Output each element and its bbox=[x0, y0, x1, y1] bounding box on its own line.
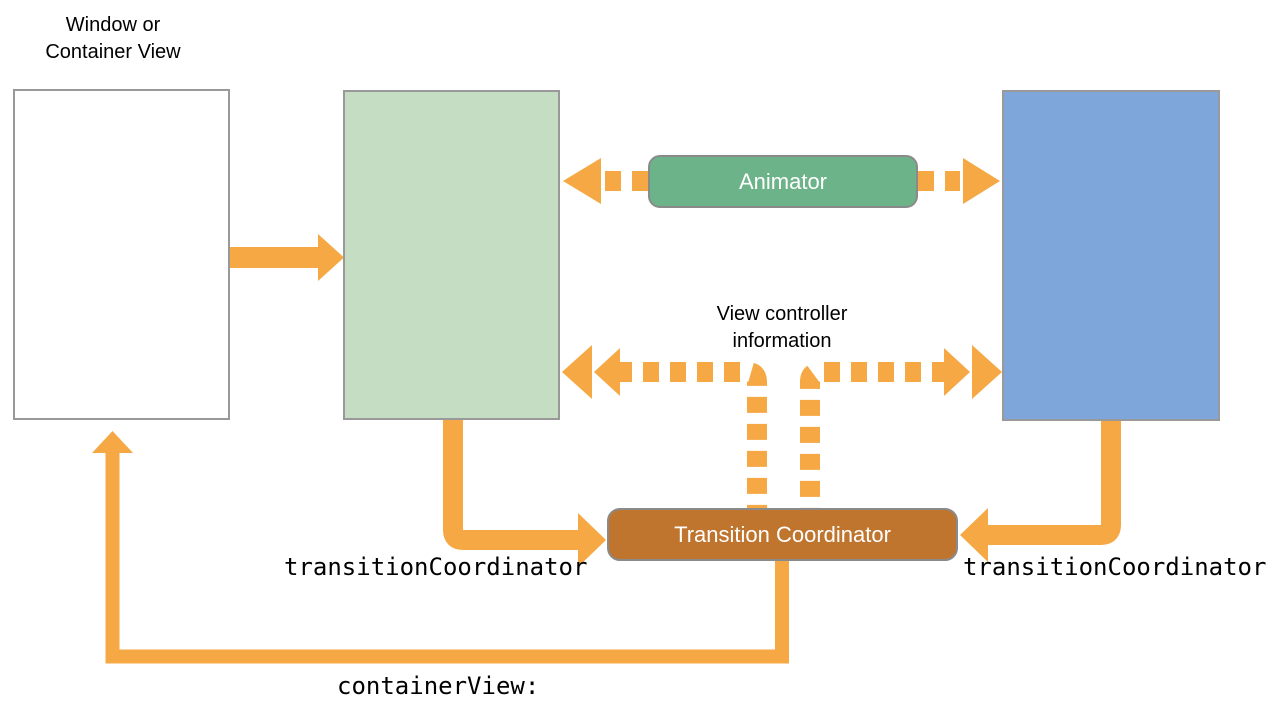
view-controller-information-caption: View controller information bbox=[716, 303, 848, 352]
window-container-view-caption: Window or Container View bbox=[45, 14, 181, 63]
transition-coordinator-property-left: transitionCoordinator bbox=[284, 553, 588, 581]
arrow-animator-to-green-dashed bbox=[563, 158, 648, 204]
arrow-coordinator-to-window bbox=[92, 431, 789, 664]
arrow-animator-to-blue-dashed bbox=[918, 158, 1000, 204]
animator-node: Animator bbox=[648, 155, 918, 208]
arrow-green-to-coordinator bbox=[443, 420, 606, 567]
arrow-blue-to-coordinator bbox=[960, 421, 1121, 562]
arrow-vcinfo-to-blue-dashed bbox=[800, 345, 1002, 508]
green-view-box bbox=[343, 90, 560, 420]
container-view-property: containerView: bbox=[337, 672, 540, 700]
blue-view-box bbox=[1002, 90, 1220, 421]
transition-coordinator-property-right: transitionCoordinator bbox=[963, 553, 1267, 581]
arrow-window-to-green bbox=[230, 234, 344, 281]
transition-coordinator-node: Transition Coordinator bbox=[607, 508, 958, 561]
animator-label: Animator bbox=[738, 168, 828, 194]
window-or-container-view-box bbox=[13, 89, 230, 420]
transition-coordinator-label: Transition Coordinator bbox=[674, 521, 891, 547]
arrow-vcinfo-to-green-dashed bbox=[562, 345, 767, 508]
